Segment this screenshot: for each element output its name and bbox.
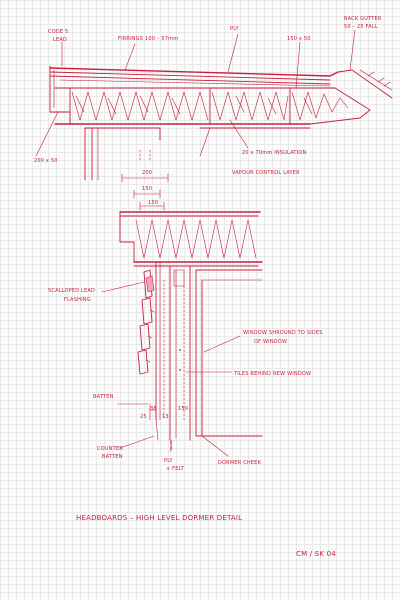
label-window-shroud-2: OF WINDOW	[254, 339, 287, 345]
label-counter-batten-2: BATTEN	[102, 454, 123, 460]
label-code5-lead-2: LEAD	[53, 37, 67, 43]
dim-200: 200	[142, 170, 152, 176]
dormer-section	[119, 211, 263, 451]
label-ply-felt-1: PLY	[164, 458, 174, 464]
label-counter-batten-1: COUNTER	[97, 446, 123, 452]
dormer-leaders	[101, 281, 241, 457]
roof-leaders	[35, 29, 356, 157]
roof-section	[49, 65, 393, 181]
label-back-gutter-1: BACK GUTTER	[344, 16, 382, 22]
dim-150-b: 150	[148, 200, 158, 206]
label-code5-lead-1: CODE 5	[48, 29, 68, 35]
label-window-shroud-1: WINDOW SHROUND TO SIDES	[243, 330, 323, 336]
label-firrings: FIRRINGS 100 – 57mm	[118, 36, 178, 42]
drawing-title: HEADBOARDS – HIGH LEVEL DORMER DETAIL	[76, 514, 242, 522]
label-timber-size: 200 x 50	[34, 158, 58, 164]
dim-13: 13	[162, 414, 169, 420]
drawing-initials: CM / SK 04	[296, 550, 336, 558]
dim-38: 38	[150, 406, 157, 412]
dimension-lines	[121, 173, 169, 211]
label-back-gutter-2: 50 – 25 FALL	[344, 24, 378, 30]
label-batten: BATTEN	[93, 394, 114, 400]
label-vapour-control: VAPOUR CONTROL LAYER	[232, 170, 300, 176]
label-scalloped-lead-1: SCALLOPED LEAD	[48, 288, 95, 294]
dim-150-c: 150	[178, 406, 188, 412]
label-insulation: 20 x 70mm INSULATION	[242, 150, 306, 156]
label-scalloped-lead-2: FLASHING	[64, 297, 91, 303]
label-tiles-behind: TILES BEHIND NEW WINDOW	[233, 371, 311, 377]
dim-150-a: 150	[142, 186, 152, 192]
label-joist-size: 150 x 50	[287, 36, 311, 42]
label-dormer-cheek: DORMER CHEEK	[218, 460, 262, 466]
dim-25: 25	[140, 414, 147, 420]
label-ply-felt-2: + FELT	[166, 466, 185, 472]
label-ply: PLY	[230, 26, 240, 32]
